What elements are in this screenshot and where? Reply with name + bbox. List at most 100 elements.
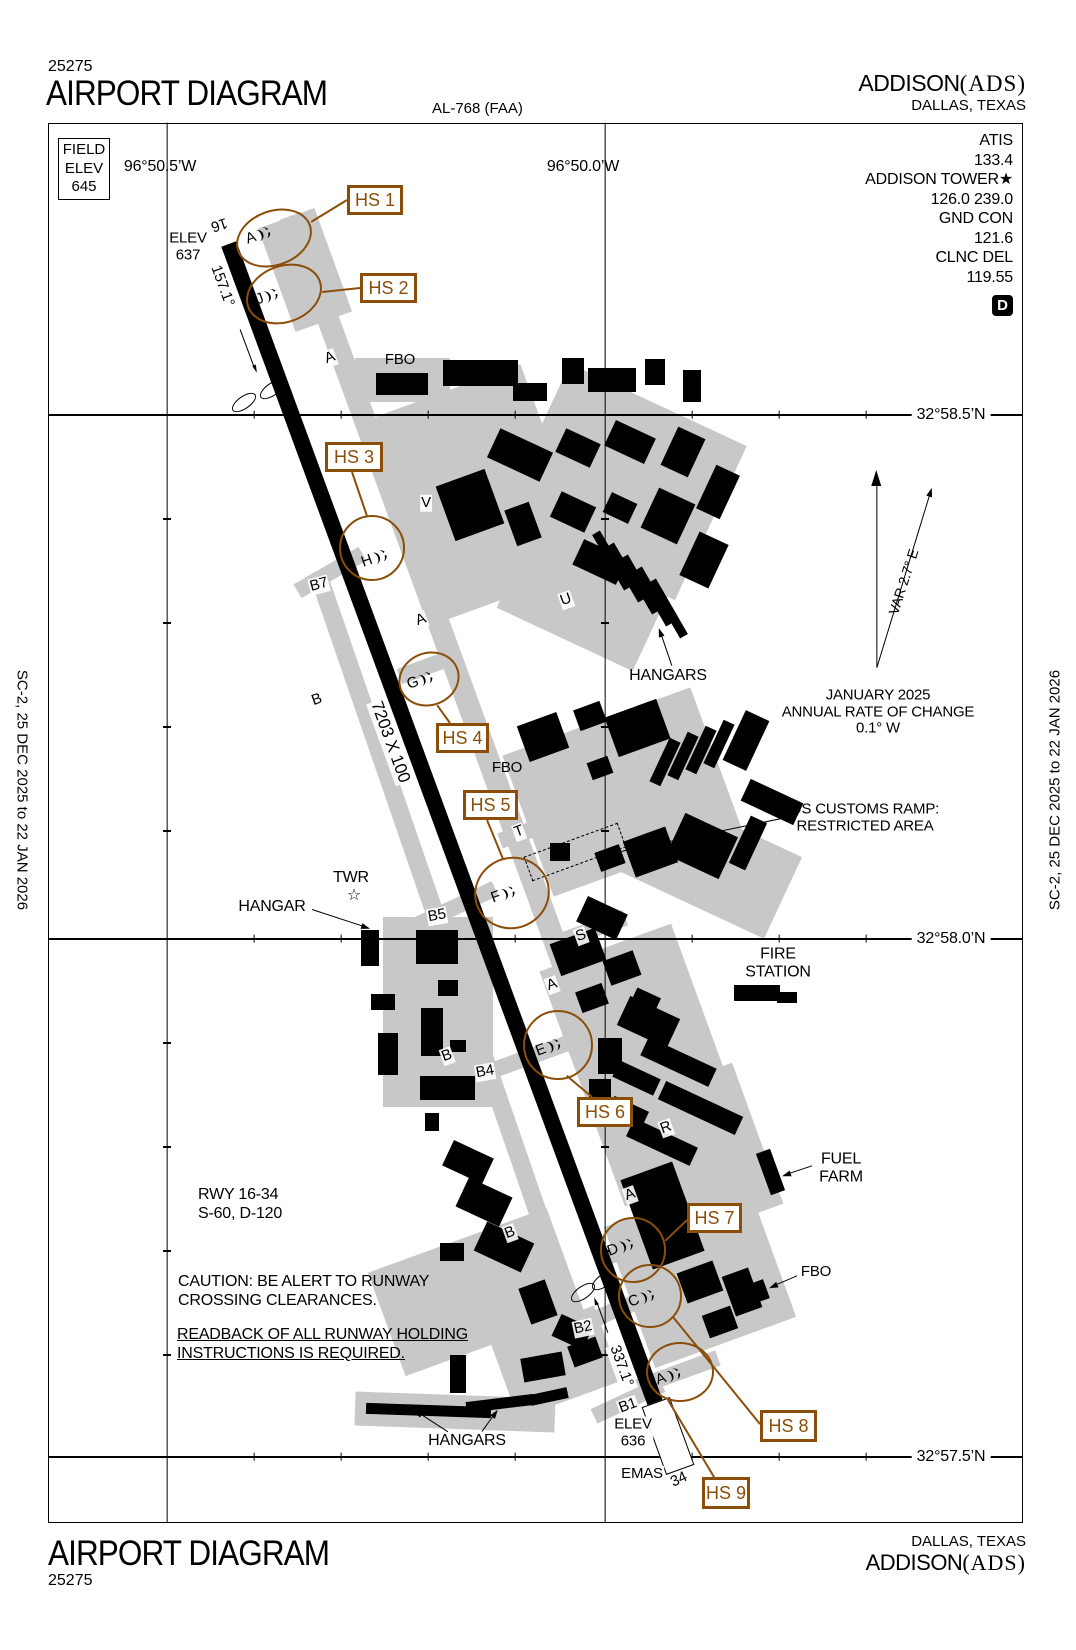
fbo-label: FBO <box>801 1263 831 1281</box>
grid-tick <box>253 410 255 419</box>
data-link-icon: D <box>992 295 1013 316</box>
building <box>416 930 458 964</box>
grid-tick <box>163 726 171 728</box>
procedure-id-text: AL-768 (FAA) <box>432 100 523 117</box>
hotspot-leader-hs3 <box>351 471 368 517</box>
caution-note: CAUTION: BE ALERT TO RUNWAY CROSSING CLE… <box>178 1254 429 1311</box>
comm-frequency-line: 133.4 <box>973 151 1013 169</box>
footer-title-text: AIRPORT DIAGRAM <box>48 1534 330 1573</box>
building <box>777 991 797 1003</box>
taxiway-label-b5: B5 <box>425 905 449 926</box>
grid-tick <box>601 726 609 728</box>
building <box>562 358 584 384</box>
hotspot-label-hs9-text: HS 9 <box>705 1482 747 1503</box>
heading-157-arrow-head <box>252 364 259 374</box>
elev-636-label: ELEV 636 <box>613 1415 653 1450</box>
building <box>645 359 665 385</box>
hangars-arrow-head <box>655 627 665 638</box>
hangar-label: HANGAR <box>238 898 305 916</box>
grid-tick <box>865 1452 867 1461</box>
variation-label-text: VAR 2.7° E <box>885 547 922 617</box>
tower-label: TWR <box>333 869 369 887</box>
hotspot-label-hs5: HS 5 <box>463 790 518 820</box>
parallel-line <box>48 938 1023 940</box>
emas-label-text: EMAS <box>620 1464 664 1483</box>
taxiway-label-b5-text: B5 <box>425 905 449 926</box>
meridian-line <box>166 122 168 1523</box>
field-elev-line1: FIELD <box>62 140 106 158</box>
grid-tick <box>340 1452 342 1461</box>
grid-tick <box>601 1146 609 1148</box>
tower-star-icon: ☆ <box>347 887 361 905</box>
building <box>683 370 701 402</box>
comm-frequency-line: GND CON <box>938 210 1013 227</box>
parallel-line <box>48 414 1023 416</box>
grid-tick <box>163 1042 171 1044</box>
hotspot-label-hs9: HS 9 <box>702 1477 750 1509</box>
grid-tick <box>865 410 867 419</box>
building <box>550 843 570 861</box>
building <box>425 1113 439 1131</box>
page-title-text: AIRPORT DIAGRAM <box>46 74 328 113</box>
heading-157-arrow <box>239 329 255 368</box>
comm-frequency-line: ATIS <box>979 132 1013 149</box>
tower-label-text: TWR <box>333 869 369 887</box>
building <box>455 1177 513 1227</box>
customs-ramp-label: US CUSTOMS RAMP: RESTRICTED AREA <box>791 801 939 835</box>
variation-arrow <box>876 494 931 669</box>
edition-note-text: SC-2, 25 DEC 2025 to 22 JAN 2026 <box>13 669 31 911</box>
left-margin-edition-note: SC-2, 25 DEC 2025 to 22 JAN 2026 <box>14 670 31 910</box>
elev-637-label: ELEV 637 <box>168 230 208 264</box>
latitude-label: 32°58.0’N <box>911 930 991 948</box>
grid-tick <box>163 830 171 832</box>
grid-tick <box>514 934 516 943</box>
grid-tick <box>601 622 609 624</box>
fbo-label: FBO <box>492 759 522 777</box>
latitude-label-text: 32°58.0’N <box>916 930 986 948</box>
comm-frequency-line: ADDISON TOWER★ <box>865 171 1013 188</box>
grid-tick <box>163 1354 171 1356</box>
heading-337-arrow-head <box>592 1296 599 1306</box>
grid-tick <box>514 1452 516 1461</box>
grid-tick <box>778 934 780 943</box>
grid-tick <box>601 1354 609 1356</box>
data-link-letter: D <box>997 296 1008 314</box>
hotspot-label-hs2: HS 2 <box>360 273 417 303</box>
caution-text: CAUTION: BE ALERT TO RUNWAY CROSSING CLE… <box>178 1272 430 1309</box>
grid-tick <box>691 934 693 943</box>
elev-636-label-text: ELEV 636 <box>613 1415 653 1450</box>
hotspot-label-hs3-text: HS 3 <box>333 446 375 467</box>
airport-city: DALLAS, TEXAS <box>911 97 1026 114</box>
fbo-label: FBO <box>385 351 415 369</box>
runway-data-note: RWY 16-34 S-60, D-120 <box>198 1167 282 1224</box>
longitude-label-text: 96°50.0’W <box>546 158 620 176</box>
hotspot-circle-hs3 <box>339 515 405 581</box>
building <box>371 994 395 1010</box>
taxiway-label-b-text: B <box>308 689 326 710</box>
longitude-label-text: 96°50.5’W <box>123 158 197 176</box>
building <box>378 1033 398 1075</box>
field-elev-value: 645 <box>71 178 97 196</box>
latitude-label: 32°58.5’N <box>911 406 991 424</box>
building <box>438 980 458 996</box>
hangars-arrow <box>660 634 673 667</box>
edition-note-text: SC-2, 25 DEC 2025 to 22 JAN 2026 <box>1046 669 1064 911</box>
building <box>419 1076 475 1100</box>
building <box>421 1008 443 1056</box>
hangar-arrow <box>311 909 364 928</box>
magnetic-variation-note: JANUARY 2025 ANNUAL RATE OF CHANGE 0.1° … <box>782 687 975 737</box>
hangar-label-text: HANGAR <box>238 898 306 916</box>
comm-frequency-line: CLNC DEL <box>935 249 1013 266</box>
building <box>513 383 547 401</box>
header-airport-block: ADDISON(ADS) DALLAS, TEXAS <box>858 70 1026 114</box>
fire-station-label: FIRE STATION <box>745 945 811 980</box>
airport-code: (ADS) <box>959 71 1026 96</box>
footer-airport-code: (ADS) <box>962 1550 1026 1575</box>
hotspot-label-hs6-text: HS 6 <box>584 1101 626 1122</box>
hotspot-label-hs7-text: HS 7 <box>694 1207 735 1228</box>
meridian-line <box>604 122 606 1523</box>
hangars-label-text: HANGARS <box>428 1432 506 1450</box>
page-title: AIRPORT DIAGRAM <box>46 74 328 114</box>
fuel-farm-arrow <box>788 1165 813 1175</box>
